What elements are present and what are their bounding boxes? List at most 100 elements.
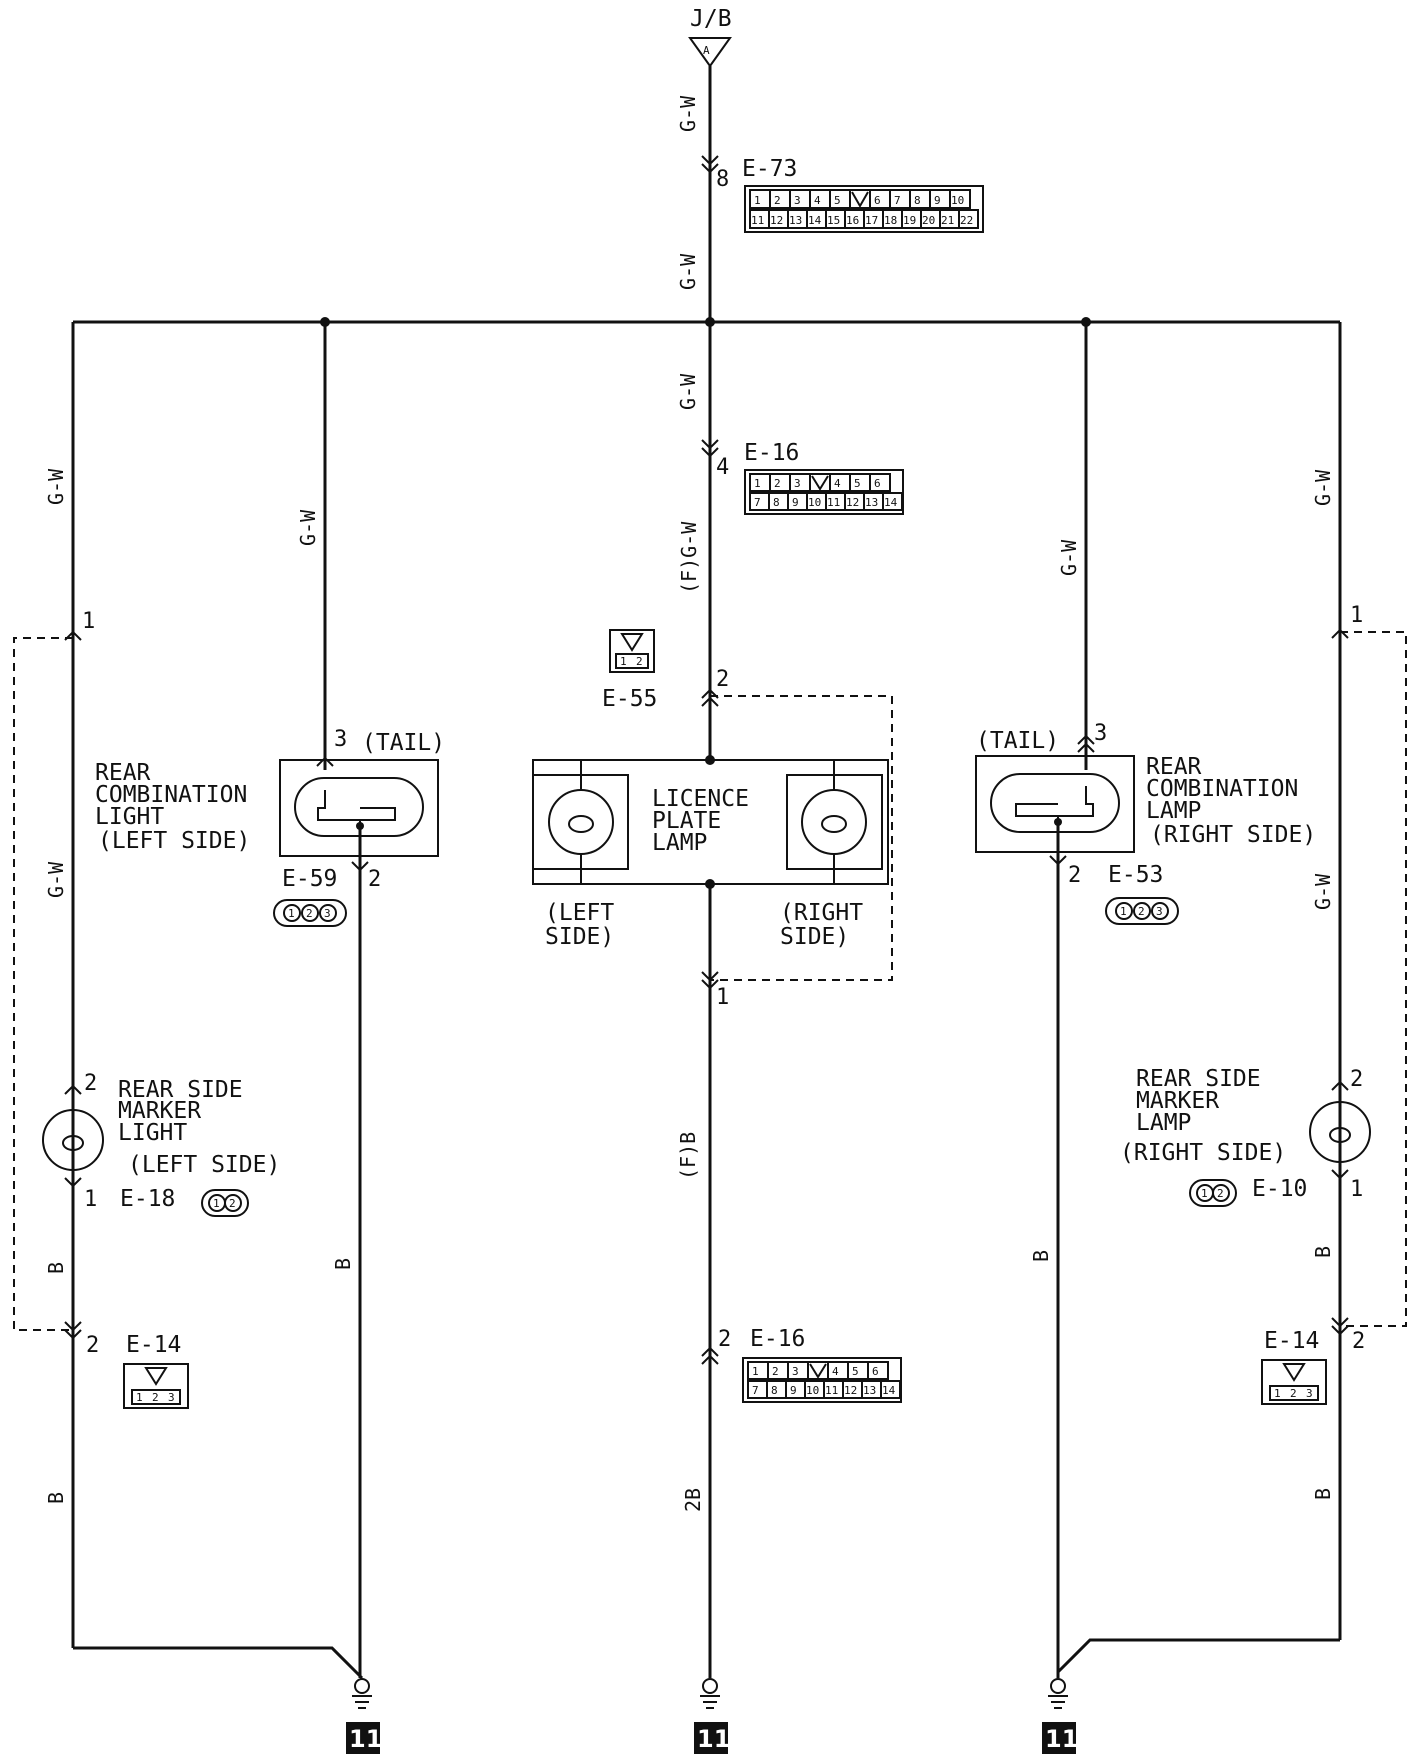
e10-pin-out: 1 (1350, 1177, 1363, 1202)
ground-number-left: 11 (349, 1725, 382, 1753)
connector-pin-number: 13 (863, 1384, 876, 1397)
ground-number-right: 11 (1045, 1725, 1078, 1753)
connector-arrow-right-split (1331, 628, 1349, 639)
connector-pin-number: 4 (834, 477, 841, 490)
connector-pin-number: 13 (865, 496, 878, 509)
wire-color-b-5: B (1311, 1246, 1335, 1258)
connector-pin-number: 3 (794, 194, 801, 207)
connector-pin-number: 13 (789, 214, 802, 227)
connector-pin-number: 12 (844, 1384, 857, 1397)
connector-pin-number: 1 (752, 1365, 759, 1378)
wire-left-ground-run (73, 1646, 364, 1680)
e55-connector-face: 1 2 (609, 629, 655, 673)
wire-color-b-2: B (44, 1492, 68, 1504)
connector-pin-number: 22 (960, 214, 973, 227)
wire-color-b-4: B (1029, 1250, 1053, 1262)
wire-color-gw-6: G-W (676, 373, 700, 410)
e53-connector-face: 1 2 3 (1105, 897, 1179, 925)
rear-comb-right-tag: (TAIL) (976, 728, 1059, 754)
wire-color-b-6: B (1311, 1488, 1335, 1500)
wire-color-b-1: B (44, 1262, 68, 1274)
licence-line2: PLATE (652, 808, 721, 834)
svg-text:1: 1 (213, 1197, 220, 1210)
e14-left-connector-face: 1 2 3 (123, 1363, 189, 1409)
connector-pin-number: 14 (882, 1384, 896, 1397)
connector-pin-number: 2 (774, 194, 781, 207)
connector-pin-number: 17 (865, 214, 878, 227)
licence-right-side-2: SIDE) (780, 924, 849, 950)
rear-comb-left-tag: (TAIL) (362, 730, 445, 756)
e18-pin-out: 1 (84, 1187, 97, 1212)
wire-color-gw-8: G-W (1311, 469, 1335, 506)
wire-color-gw-3: G-W (44, 468, 68, 505)
wire-color-gw-9: G-W (1311, 873, 1335, 910)
rear-comb-right-line2: COMBINATION (1146, 776, 1298, 802)
connector-pin-number: 1 (754, 194, 761, 207)
connector-pin-number: 15 (827, 214, 840, 227)
e59-pin-in: 3 (334, 727, 347, 752)
svg-text:2: 2 (152, 1391, 159, 1404)
ground-symbol-left (352, 1678, 372, 1709)
wire-color-fb: (F)B (676, 1132, 700, 1180)
dashed-connector-right (1340, 631, 1407, 1327)
connector-pin-number: 19 (903, 214, 916, 227)
svg-text:2: 2 (229, 1197, 236, 1210)
ground-badge-right (1042, 1722, 1076, 1754)
e53-id: E-53 (1108, 862, 1163, 888)
connector-arrow-e53-in (1077, 734, 1095, 753)
connector-pin-number: 2 (774, 477, 781, 490)
svg-text:1: 1 (620, 655, 627, 668)
licence-line3: LAMP (652, 830, 707, 856)
wire-color-gw-7: G-W (1057, 539, 1081, 576)
marker-left-line3: LIGHT (118, 1120, 187, 1146)
e59-pin-out: 2 (368, 867, 381, 892)
wire-color-gw-1: G-W (676, 95, 700, 132)
jb-terminal-letter: A (703, 44, 710, 57)
svg-text:2: 2 (1217, 1187, 1224, 1200)
connector-pin-number: 16 (846, 214, 859, 227)
rear-comb-left-line2: COMBINATION (95, 782, 247, 808)
e73-pin: 8 (716, 167, 729, 192)
e16-top-id: E-16 (744, 440, 799, 466)
connector-pin-number: 10 (951, 194, 964, 207)
connector-pin-number: 4 (832, 1365, 839, 1378)
connector-arrow-e18-out (64, 1177, 82, 1188)
licence-left-side-1: (LEFT (545, 900, 614, 926)
ground-number-center: 11 (697, 1725, 730, 1753)
connector-arrow-e10-out (1331, 1169, 1349, 1180)
marker-left-line1: REAR SIDE (118, 1077, 243, 1103)
e55-id: E-55 (602, 686, 657, 712)
connector-arrow-e53-out (1049, 855, 1067, 866)
e10-id: E-10 (1252, 1176, 1307, 1202)
svg-text:2: 2 (636, 655, 643, 668)
connector-pin-number: 9 (790, 1384, 797, 1397)
connector-pin-number: 4 (814, 194, 821, 207)
connector-pin-number: 6 (874, 477, 881, 490)
e14-left-id: E-14 (126, 1332, 181, 1358)
svg-text:2: 2 (1290, 1387, 1297, 1400)
connector-arrow-e14-left (64, 1321, 82, 1340)
connector-pin-number: 9 (934, 194, 941, 207)
e53-pin-in: 3 (1094, 721, 1107, 746)
e55-pin-out: 1 (716, 985, 729, 1010)
connector-arrow-e59-out (351, 861, 369, 872)
connector-pin-number: 3 (794, 477, 801, 490)
connector-arrow-e73 (701, 155, 719, 174)
left-split-pin: 1 (82, 609, 95, 634)
connector-pin-number: 12 (770, 214, 783, 227)
connector-arrow-e18-in (64, 1084, 82, 1095)
rear-comb-right-line4: (RIGHT SIDE) (1150, 822, 1316, 848)
connector-pin-number: 14 (808, 214, 822, 227)
wire-right-ground-run (1056, 1638, 1340, 1674)
ground-badge-left (346, 1722, 380, 1754)
connector-pin-number: 18 (884, 214, 897, 227)
svg-text:2: 2 (1138, 905, 1145, 918)
marker-right-line3: LAMP (1136, 1110, 1191, 1136)
svg-text:1: 1 (1120, 905, 1127, 918)
rear-comb-right-line1: REAR (1146, 754, 1202, 780)
svg-text:3: 3 (168, 1391, 175, 1404)
connector-pin-number: 6 (872, 1365, 879, 1378)
